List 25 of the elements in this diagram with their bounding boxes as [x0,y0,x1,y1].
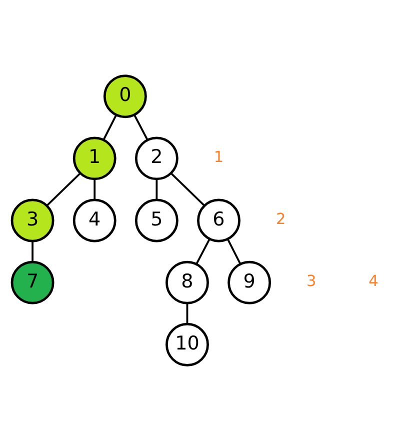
label: 2 [276,210,286,228]
node-circle: 0 [103,74,147,118]
node-circle: 1 [72,136,116,180]
node-circle: 6 [197,198,240,242]
label: 4 [368,272,378,290]
node-circle: 9 [228,260,272,304]
connector [46,172,81,206]
label: 3 [306,272,316,290]
connector [226,238,242,264]
connector [156,178,158,200]
node-circle: 2 [134,136,178,180]
node-circle: 3 [10,198,54,242]
node-circle: 5 [134,198,178,242]
connector [186,302,188,324]
connector [94,178,96,200]
label: 1 [214,148,224,166]
connector [134,114,148,140]
connector [196,238,210,264]
node-circle: 7 [10,260,54,304]
connector [102,114,118,140]
connector [32,240,34,262]
node-circle: 8 [166,260,209,304]
node-circle: 4 [72,198,116,242]
node-circle: 10 [166,322,209,366]
connector [170,172,206,206]
